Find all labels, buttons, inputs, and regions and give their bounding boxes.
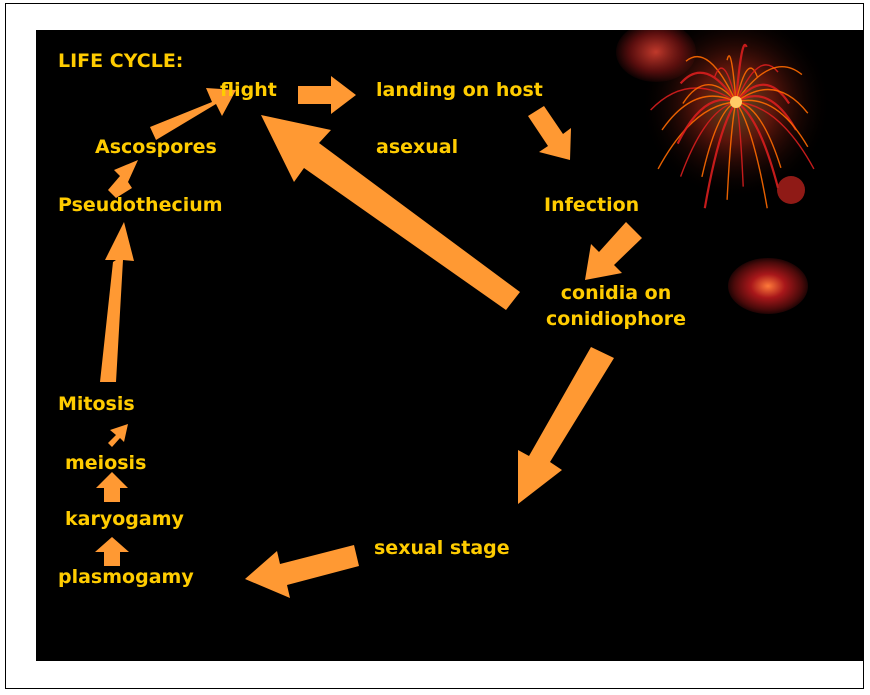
label-infection: Infection	[544, 194, 640, 216]
label-meiosis: meiosis	[65, 452, 147, 474]
firework-ray	[682, 84, 737, 104]
firework-ray	[661, 95, 737, 131]
arrow-pseudothecium-to-ascospores	[108, 160, 138, 198]
label-asexual: asexual	[376, 136, 459, 158]
firework-icon	[641, 30, 831, 209]
label-conidia-on-conidiophore: conidia on conidiophore	[526, 280, 706, 332]
arrow-sexual-to-plasmogamy	[245, 545, 359, 598]
label-conidia-line2: conidiophore	[546, 308, 686, 330]
label-ascospores: Ascospores	[95, 136, 217, 158]
firework-ray	[735, 67, 758, 103]
arrow-meiosis-to-mitosis	[108, 424, 128, 447]
arrow-flight-to-landing	[298, 76, 356, 114]
diagram-title: LIFE CYCLE:	[58, 50, 184, 72]
firework-ray	[735, 83, 791, 105]
arrows-group	[95, 76, 642, 598]
label-mitosis: Mitosis	[58, 393, 135, 415]
label-landing-on-host: landing on host	[376, 79, 543, 101]
lifecycle-diagram	[95, 30, 831, 598]
firework-ray	[657, 101, 737, 170]
firework-ray	[735, 99, 809, 148]
label-flight: flight	[220, 79, 277, 101]
arrow-mitosis-to-pseudothecium	[100, 222, 134, 382]
arrow-infection-to-conidia	[585, 222, 642, 280]
firework-ray	[735, 101, 768, 209]
firework-ray	[735, 88, 809, 114]
firework-ray	[726, 55, 737, 103]
arrow-plasmogamy-to-karyogamy	[95, 537, 129, 566]
firework-ray	[735, 65, 803, 103]
firework-ray	[735, 101, 815, 170]
arrow-conidia-to-flight	[261, 115, 520, 310]
firework-ray	[679, 71, 737, 103]
slide-frame: LIFE CYCLE: flight landing on host asexu…	[5, 3, 864, 689]
label-conidia-line1: conidia on	[560, 282, 672, 304]
arrow-landing-to-infection	[528, 106, 571, 160]
slide: LIFE CYCLE: flight landing on host asexu…	[36, 30, 864, 661]
arrow-ascospores-to-flight	[150, 88, 236, 140]
label-karyogamy: karyogamy	[65, 508, 184, 530]
firework-ray	[714, 67, 737, 103]
firework-glow-orb	[728, 258, 808, 314]
firework-ray	[676, 98, 737, 145]
label-pseudothecium: Pseudothecium	[58, 194, 223, 216]
firework-ray	[685, 56, 737, 103]
firework-ray	[650, 87, 737, 111]
label-sexual-stage: sexual stage	[374, 537, 510, 559]
firework-ray	[703, 101, 737, 209]
arrow-conidia-to-sexual	[518, 347, 614, 504]
label-plasmogamy: plasmogamy	[58, 566, 194, 588]
firework-ray	[735, 64, 779, 103]
firework-ray	[735, 95, 797, 131]
firework-ray	[734, 44, 748, 103]
firework-ray	[679, 101, 737, 177]
arrow-karyogamy-to-meiosis	[96, 472, 128, 502]
